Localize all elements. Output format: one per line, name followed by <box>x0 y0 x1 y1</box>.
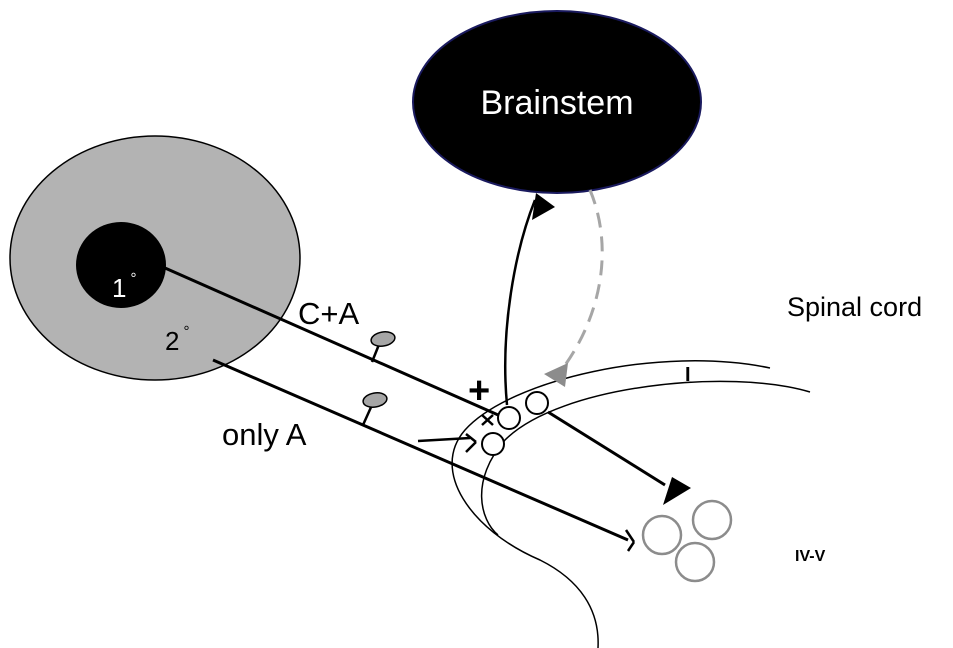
lamina-iv-v-label: IV-V <box>795 548 826 565</box>
only-a-label: only A <box>222 417 307 452</box>
only-a-fiber <box>212 358 629 542</box>
deep-neuron-3 <box>674 541 716 583</box>
lamina-i-label: I <box>685 364 691 386</box>
primary-receptive-zone <box>76 222 166 308</box>
synapse-fork-deep <box>624 529 636 552</box>
ascending-arrowhead <box>532 193 555 220</box>
only-a-terminal-stalk <box>361 404 374 426</box>
only-a-collateral <box>417 436 471 443</box>
lamina-i-neuron-2 <box>525 391 549 415</box>
secondary-zone-label: 2 ° <box>165 323 189 356</box>
synapse-fork-lower <box>465 433 477 453</box>
lamina-i-neuron-1 <box>497 406 521 430</box>
c-plus-a-terminal <box>370 331 396 347</box>
only-a-terminal <box>362 392 388 408</box>
brainstem-node <box>412 10 702 194</box>
primary-zone-label: 1 ° <box>112 270 136 303</box>
deep-neuron-2 <box>691 499 733 541</box>
spinal-cord-outer-boundary <box>451 360 771 648</box>
brainstem-label: Brainstem <box>480 84 633 122</box>
descending-arrowhead <box>544 363 568 387</box>
synapse-fork-upper <box>481 414 494 426</box>
spinal-cord-inner-boundary <box>480 380 811 536</box>
ascending-projection <box>504 199 537 406</box>
excitation-plus-sign: + <box>468 370 490 412</box>
projection-to-deep-laminae <box>547 410 666 487</box>
c-plus-a-label: C+A <box>298 296 359 331</box>
c-plus-a-fiber <box>164 266 506 420</box>
lamina-i-neuron-3 <box>481 432 505 456</box>
deep-projection-arrowhead <box>663 477 691 505</box>
descending-dashed-projection <box>558 189 604 373</box>
spinal-cord-label: Spinal cord <box>787 292 922 322</box>
deep-neuron-1 <box>641 514 683 556</box>
